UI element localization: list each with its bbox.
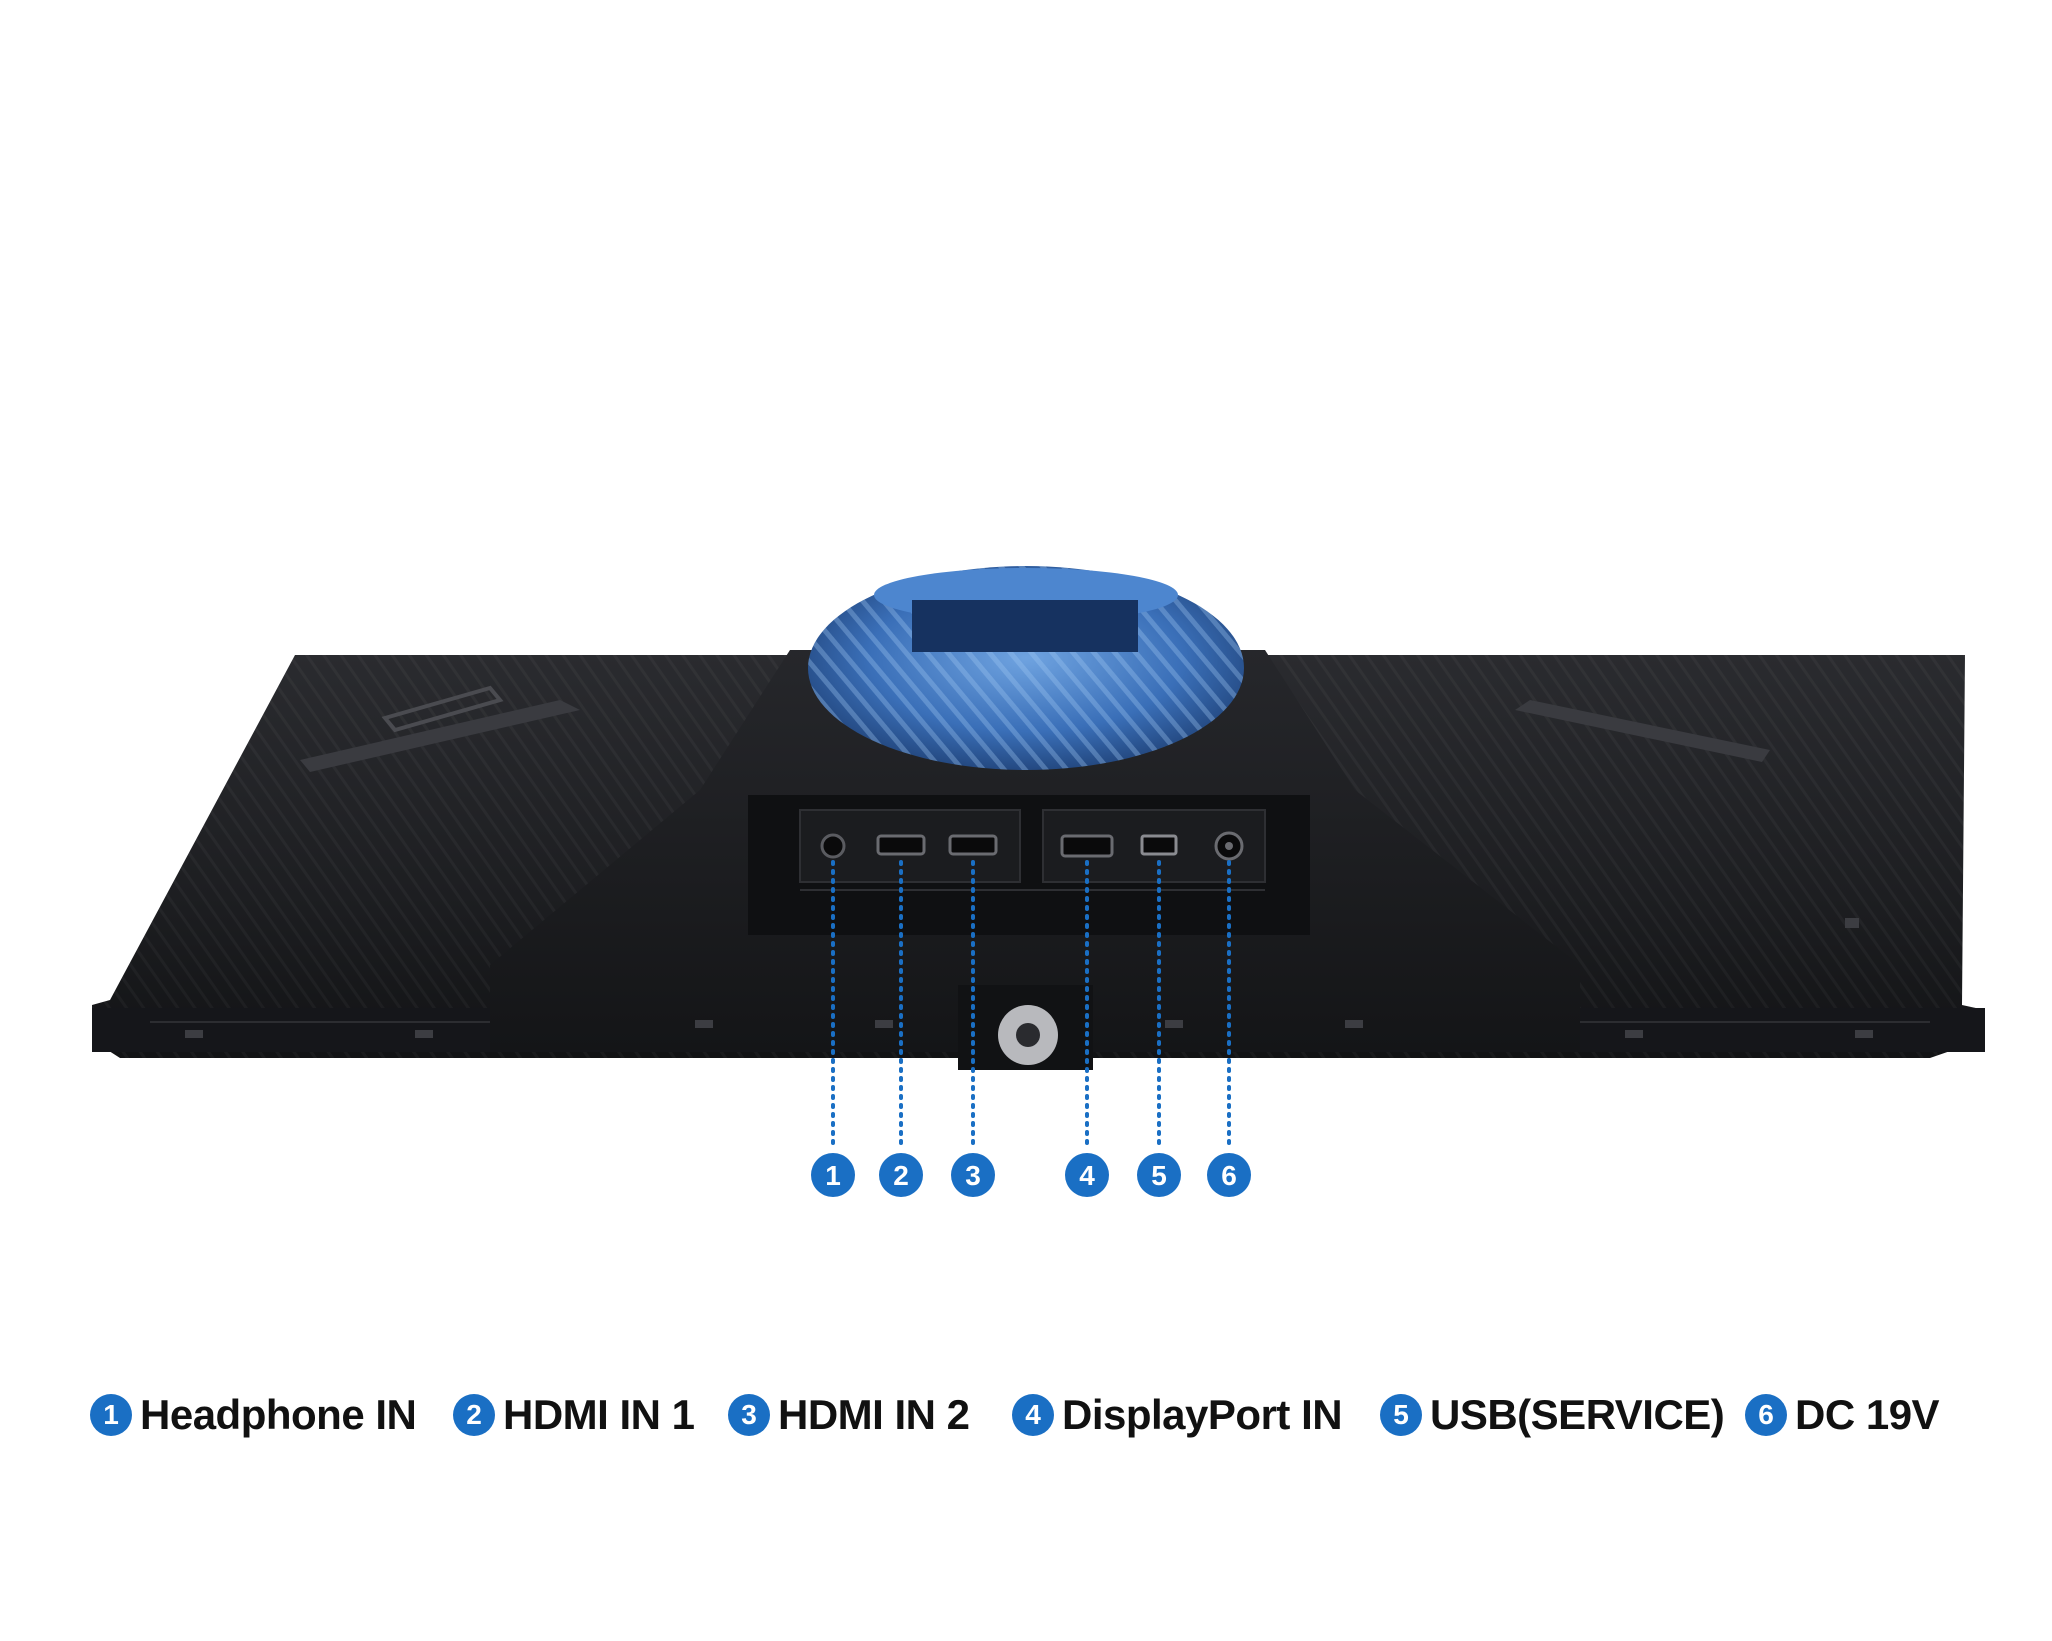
mounting-slots <box>185 1020 1873 1038</box>
legend-badge: 1 <box>90 1394 132 1436</box>
legend-badge: 6 <box>1745 1394 1787 1436</box>
callout-number: 2 <box>893 1160 909 1191</box>
port-legend: 1 Headphone IN 2 HDMI IN 1 3 HDMI IN 2 4… <box>0 1385 2052 1445</box>
legend-item-hdmi-2: 3 HDMI IN 2 <box>728 1385 970 1445</box>
callout-number: 4 <box>1079 1160 1095 1191</box>
legend-label: USB(SERVICE) <box>1430 1391 1725 1438</box>
callout-number: 3 <box>965 1160 981 1191</box>
legend-badge: 5 <box>1380 1394 1422 1436</box>
audio-jack-icon <box>820 833 846 859</box>
hdmi-port-icon <box>948 834 998 856</box>
callout-number: 5 <box>1151 1160 1167 1191</box>
legend-label: DisplayPort IN <box>1062 1391 1343 1438</box>
callout-number: 6 <box>1221 1160 1237 1191</box>
right-accent-bar <box>1515 700 1770 762</box>
legend-badge: 4 <box>1012 1394 1054 1436</box>
legend-item-dc: 6 DC 19V <box>1745 1385 1940 1445</box>
logo-emblem <box>381 685 504 733</box>
hdmi-port-icon <box>876 834 926 856</box>
kensington-lock-icon <box>1845 918 1859 928</box>
legend-badge: 3 <box>728 1394 770 1436</box>
displayport-icon <box>1060 834 1114 858</box>
left-accent-bar <box>300 700 580 772</box>
usb-port-icon <box>1140 834 1178 856</box>
legend-badge: 2 <box>453 1394 495 1436</box>
legend-label: HDMI IN 2 <box>778 1391 970 1438</box>
legend-label: Headphone IN <box>140 1391 417 1438</box>
legend-item-hdmi-1: 2 HDMI IN 1 <box>453 1385 695 1445</box>
legend-item-headphone: 1 Headphone IN <box>90 1385 417 1445</box>
legend-item-displayport: 4 DisplayPort IN <box>1012 1385 1343 1445</box>
legend-label: HDMI IN 1 <box>503 1391 695 1438</box>
callout-badges: 1 2 3 4 5 6 <box>811 1153 1251 1197</box>
legend-label: DC 19V <box>1795 1391 1940 1438</box>
callout-lines <box>831 860 1231 1152</box>
callout-number: 1 <box>825 1160 841 1191</box>
legend-item-usb: 5 USB(SERVICE) <box>1380 1385 1725 1445</box>
